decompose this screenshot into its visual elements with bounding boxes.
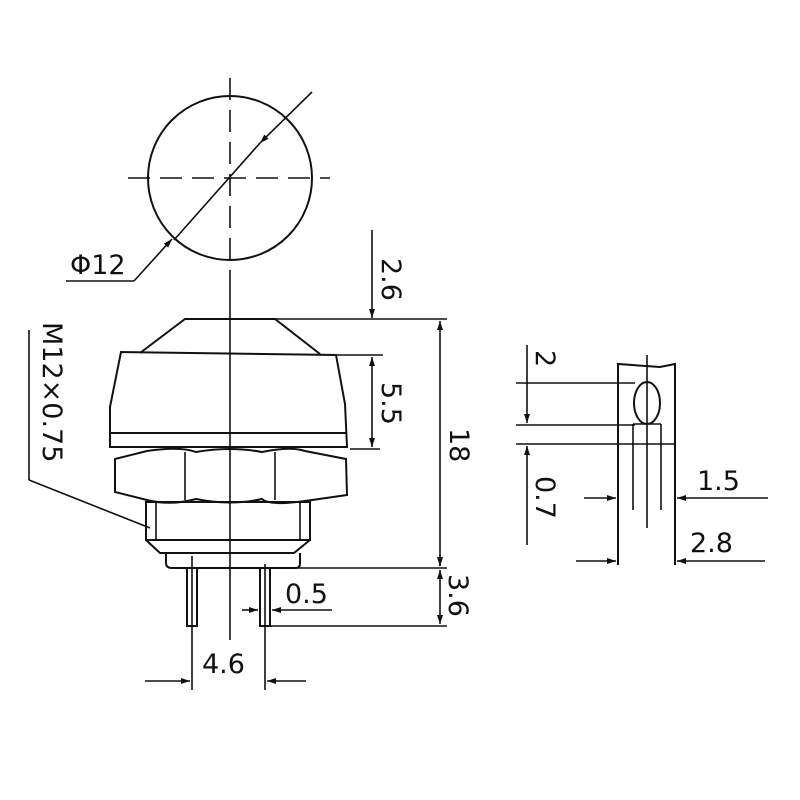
dim-cap-height xyxy=(336,354,383,450)
dim-2: 2 xyxy=(529,350,560,367)
dim-5-5: 5.5 xyxy=(375,382,406,425)
dim-0-7: 0.7 xyxy=(529,476,560,519)
dim-18: 18 xyxy=(443,428,474,462)
diameter-label: Φ12 xyxy=(70,250,126,281)
dim-pin-length xyxy=(270,555,447,627)
dim-2-6: 2.6 xyxy=(375,258,406,301)
dim-0-5: 0.5 xyxy=(285,579,328,610)
dim-3-6: 3.6 xyxy=(442,574,473,617)
side-view xyxy=(516,345,768,565)
top-view xyxy=(66,78,330,290)
dim-total-height xyxy=(296,321,447,569)
front-view xyxy=(28,290,349,690)
dim-4-6: 4.6 xyxy=(202,649,245,680)
dim-2-8: 2.8 xyxy=(690,528,733,559)
dim-cap-top xyxy=(185,230,447,320)
dim-1-5: 1.5 xyxy=(697,466,740,497)
thread-label: M12×0.75 xyxy=(36,322,67,462)
